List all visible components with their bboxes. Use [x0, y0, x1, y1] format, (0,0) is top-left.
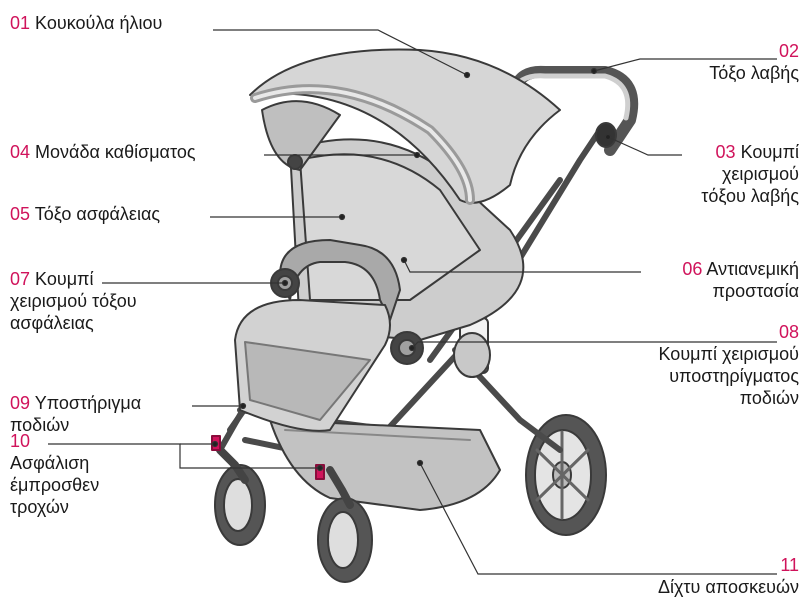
callout-11: 11 Δίχτυ αποσκευών — [658, 554, 799, 598]
callout-05: 05 Τόξο ασφάλειας — [10, 203, 160, 225]
callout-04: 04 Μονάδα καθίσματος — [10, 141, 196, 163]
front-wheel-left — [215, 450, 265, 545]
callout-02: 02 Τόξο λαβής — [709, 40, 799, 84]
callout-06: 06 Αντιανεμική προστασία — [682, 258, 799, 302]
callout-07: 07 Κουμπί χειρισμού τόξου ασφάλειας — [10, 268, 137, 334]
callout-10: 10 Ασφάλιση έμπροσθεν τροχών — [10, 430, 99, 518]
callout-01: 01 Κουκούλα ήλιου — [10, 12, 162, 34]
callout-08: 08 Κουμπί χειρισμού υποστηρίγματος ποδιώ… — [659, 321, 799, 409]
basket — [270, 420, 500, 510]
callout-03: 03 Κουμπί χειρισμού τόξου λαβής — [701, 141, 799, 207]
